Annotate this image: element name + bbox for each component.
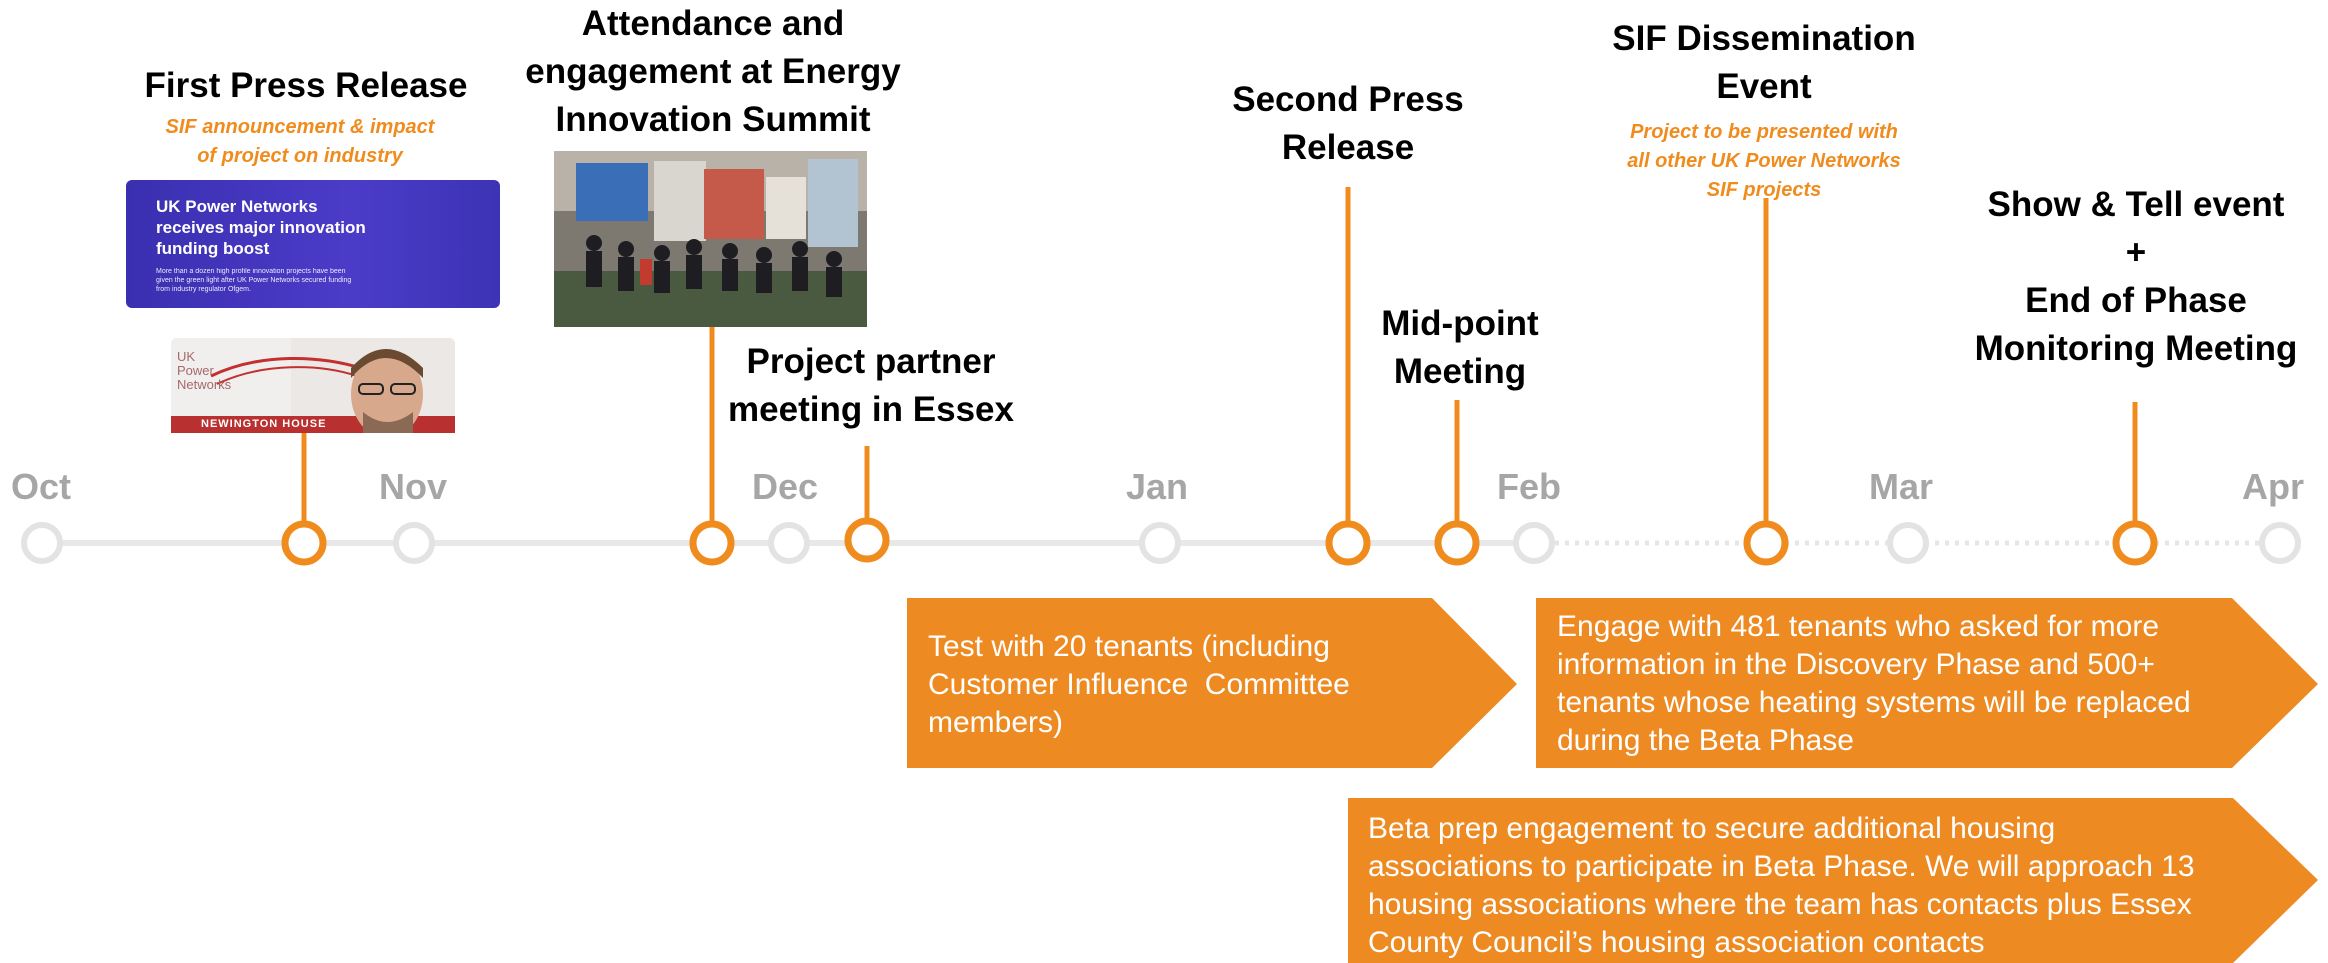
event-subtitle-dissemination: Project to be presented with all other U…: [1627, 121, 1901, 201]
month-label-jan: Jan: [1125, 466, 1189, 507]
activity-text-3: Beta prep engagement to secure additiona…: [1368, 812, 2195, 959]
month-node-oct: [21, 522, 63, 564]
press-card-body: More than a dozen high profile innovatio…: [156, 268, 352, 293]
event-node-second-press: [1325, 520, 1371, 566]
portrait-sign: NEWINGTON HOUSE: [201, 418, 327, 430]
activity-text-2: Engage with 481 tenants who asked for mo…: [1557, 610, 2191, 757]
month-node-mar: [1887, 522, 1929, 564]
month-node-nov: [393, 522, 435, 564]
event-node-dissemination: [1743, 520, 1789, 566]
press-release-card: UK Power Networks receives major innovat…: [126, 180, 500, 308]
activity-text-1: Test with 20 tenants (including Customer…: [928, 630, 1350, 739]
month-node-feb: [1513, 522, 1555, 564]
month-label-nov: Nov: [378, 466, 448, 507]
spokesperson-photo-art: [171, 338, 455, 433]
month-label-oct: Oct: [10, 466, 72, 507]
event-title-show-tell: Show & Tell event + End of Phase Monitor…: [1974, 185, 2298, 368]
spokesperson-photo: UK Power Networks NEWINGTON HOUSE: [171, 338, 455, 433]
activity-arrow-3: [1348, 798, 2318, 963]
month-label-dec: Dec: [751, 466, 819, 507]
activity-arrow-2: [1536, 598, 2318, 768]
event-title-midpoint: Mid-point Meeting: [1381, 304, 1539, 391]
month-label-apr: Apr: [2242, 466, 2304, 507]
event-subtitle-first-press: SIF announcement & impact of project on …: [165, 116, 435, 167]
event-node-midpoint: [1434, 520, 1480, 566]
month-label-feb: Feb: [1496, 466, 1562, 507]
month-node-jan: [1139, 522, 1181, 564]
press-card-headline: UK Power Networks receives major innovat…: [156, 197, 366, 258]
month-node-dec: [768, 522, 810, 564]
event-node-first-press: [281, 520, 327, 566]
summit-photo: [554, 151, 867, 327]
month-label-mar: Mar: [1868, 466, 1934, 507]
event-title-dissemination: SIF Dissemination Event: [1612, 19, 1916, 106]
event-title-summit: Attendance and engagement at Energy Inno…: [525, 4, 901, 139]
event-node-show-tell: [2112, 520, 2158, 566]
summit-photo-art: [554, 151, 867, 327]
event-title-second-press: Second Press Release: [1232, 80, 1464, 167]
event-node-summit: [689, 520, 735, 566]
event-node-partner: [844, 517, 890, 563]
portrait-logo: UK Power Networks: [177, 349, 232, 392]
event-title-partner: Project partner meeting in Essex: [728, 342, 1014, 429]
activity-arrow-1: [907, 598, 1517, 768]
event-title-first-press: First Press Release: [144, 66, 468, 105]
month-node-apr: [2259, 522, 2301, 564]
